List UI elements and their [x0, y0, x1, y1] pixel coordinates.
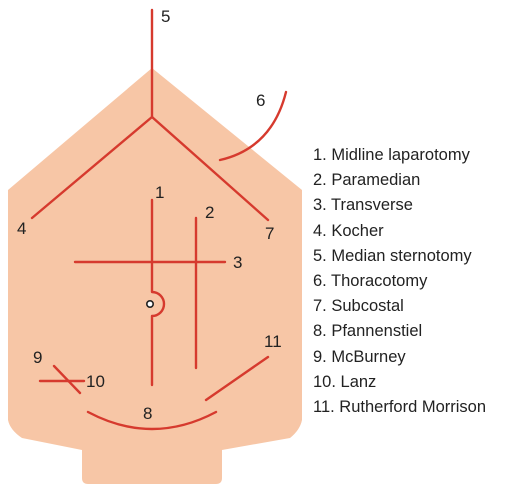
incision-number-1: 1 — [155, 183, 164, 202]
legend-item-median-sternotomy: 5. Median sternotomy — [313, 244, 486, 269]
legend-item-paramedian: 2. Paramedian — [313, 168, 486, 193]
legend-item-transverse: 3. Transverse — [313, 193, 486, 218]
incision-number-10: 10 — [86, 372, 105, 391]
legend-item-rutherford-morrison: 11. Rutherford Morrison — [313, 395, 486, 420]
legend-item-mcburney: 9. McBurney — [313, 345, 486, 370]
legend-item-thoracotomy: 6. Thoracotomy — [313, 269, 486, 294]
legend-item-lanz: 10. Lanz — [313, 370, 486, 395]
incision-number-3: 3 — [233, 253, 242, 272]
legend-item-pfannenstiel: 8. Pfannenstiel — [313, 319, 486, 344]
incision-number-6: 6 — [256, 91, 265, 110]
incision-number-11: 11 — [264, 332, 282, 351]
incision-number-2: 2 — [205, 203, 214, 222]
torso-silhouette — [8, 68, 302, 484]
umbilicus-marker — [147, 301, 153, 307]
incision-number-8: 8 — [143, 404, 152, 423]
legend-item-kocher: 4. Kocher — [313, 219, 486, 244]
legend-item-subcostal: 7. Subcostal — [313, 294, 486, 319]
incision-number-7: 7 — [265, 224, 274, 243]
legend-item-midline-laparotomy: 1. Midline laparotomy — [313, 143, 486, 168]
incision-number-5: 5 — [161, 7, 170, 26]
incision-number-9: 9 — [33, 348, 42, 367]
incision-legend: 1. Midline laparotomy 2. Paramedian 3. T… — [313, 143, 486, 420]
incision-number-4: 4 — [17, 219, 26, 238]
